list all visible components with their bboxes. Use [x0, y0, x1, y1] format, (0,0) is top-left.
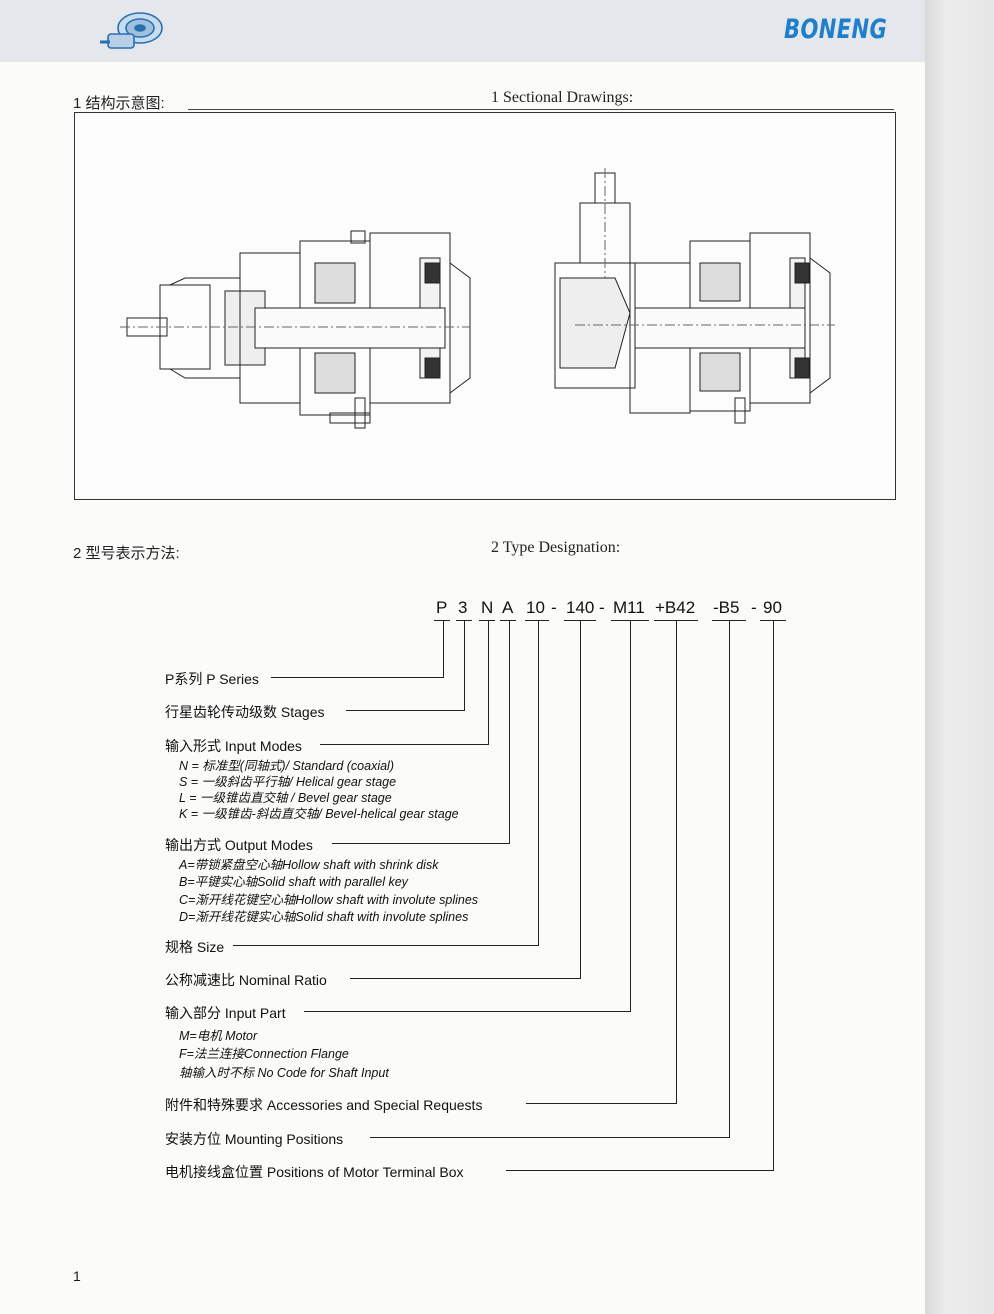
connector-line — [506, 1170, 774, 1171]
connector-line — [464, 620, 465, 710]
connector-line — [320, 744, 489, 745]
code-underline — [525, 620, 549, 621]
connector-line — [332, 843, 510, 844]
code-accessories: +B42 — [655, 598, 696, 617]
connector-line — [271, 677, 444, 678]
section-2-title-en: 2 Type Designation: — [491, 539, 621, 556]
connector-line — [350, 978, 581, 979]
brand-logo-text: BONENG — [784, 14, 888, 45]
gearbox-logo-icon — [100, 12, 163, 49]
input-mode-s: S = 一级斜齿平行轴/ Helical gear stage — [179, 775, 397, 789]
connector-line — [346, 710, 465, 711]
code-dash-2: - — [599, 598, 605, 617]
output-mode-a: A=带锁紧盘空心轴Hollow shaft with shrink disk — [179, 858, 439, 872]
connector-line — [443, 620, 444, 677]
output-mode-d: D=渐开线花键实心轴Solid shaft with involute spli… — [179, 910, 469, 924]
input-part-m: M=电机 Motor — [179, 1029, 258, 1043]
code-ratio: 140 — [566, 598, 595, 617]
code-series: P — [436, 598, 448, 617]
code-underline — [500, 620, 516, 621]
label-stages: 行星齿轮传动级数 Stages — [165, 704, 325, 720]
connector-line — [233, 945, 539, 946]
code-underline — [434, 620, 450, 621]
code-input-mode: N — [481, 598, 494, 617]
page-number: 1 — [73, 1268, 81, 1284]
input-mode-n: N = 标准型(同轴式)/ Standard (coaxial) — [179, 759, 394, 773]
sectional-drawing-illustration — [120, 168, 835, 429]
connector-line — [729, 620, 730, 1137]
code-output-mode: A — [502, 598, 514, 617]
label-p-series: P系列 P Series — [165, 671, 259, 687]
section-2-title-cn: 2 型号表示方法: — [73, 545, 180, 562]
code-dash-3: - — [751, 598, 757, 617]
label-mounting-positions: 安装方位 Mounting Positions — [165, 1131, 344, 1147]
label-accessories: 附件和特殊要求 Accessories and Special Requests — [165, 1097, 483, 1113]
connector-line — [488, 620, 489, 744]
connector-line — [676, 620, 677, 1103]
connector-line — [630, 620, 631, 1011]
code-mounting: -B5 — [713, 598, 740, 617]
label-input-part: 输入部分 Input Part — [165, 1005, 286, 1021]
next-page-edge — [925, 0, 994, 1314]
input-part-shaft: 轴输入时不标 No Code for Shaft Input — [179, 1066, 389, 1080]
input-mode-k: K = 一级锥齿-斜齿直交轴/ Bevel-helical gear stage — [179, 807, 459, 821]
label-nominal-ratio: 公称减速比 Nominal Ratio — [165, 972, 327, 988]
label-size: 规格 Size — [165, 939, 225, 955]
code-input-part: M11 — [613, 598, 645, 617]
coaxial-drawing — [120, 230, 471, 429]
label-input-modes: 输入形式 Input Modes — [165, 738, 302, 754]
connector-line — [526, 1103, 677, 1104]
connector-line — [580, 620, 581, 978]
page-header: BONENG — [0, 0, 925, 62]
code-terminal-box: 90 — [763, 598, 782, 617]
input-part-f: F=法兰连接Connection Flange — [179, 1047, 349, 1061]
bevel-helical-drawing — [554, 168, 835, 424]
label-terminal-box: 电机接线盒位置 Positions of Motor Terminal Box — [165, 1164, 464, 1180]
label-output-modes: 输出方式 Output Modes — [165, 837, 313, 853]
title-rule — [188, 109, 894, 110]
section-1-title-cn: 1 结构示意图: — [73, 95, 165, 112]
connector-line — [304, 1011, 631, 1012]
catalog-page: BONENG 1 结构示意图: 1 Sectional Drawings: — [0, 0, 925, 1284]
section-1-title-en: 1 Sectional Drawings: — [491, 89, 634, 106]
connector-line — [538, 620, 539, 945]
connector-line — [509, 620, 510, 843]
code-size: 10 — [526, 598, 545, 617]
sectional-drawings-frame — [74, 112, 896, 500]
output-mode-b: B=平键实心轴Solid shaft with parallel key — [179, 875, 408, 889]
input-mode-l: L = 一级锥齿直交轴 / Bevel gear stage — [179, 791, 392, 805]
code-underline — [479, 620, 495, 621]
output-mode-c: C=渐开线花键空心轴Hollow shaft with involute spl… — [179, 893, 479, 907]
connector-line — [773, 620, 774, 1170]
connector-line — [370, 1137, 730, 1138]
code-dash-1: - — [551, 598, 557, 617]
code-stages: 3 — [458, 598, 468, 617]
